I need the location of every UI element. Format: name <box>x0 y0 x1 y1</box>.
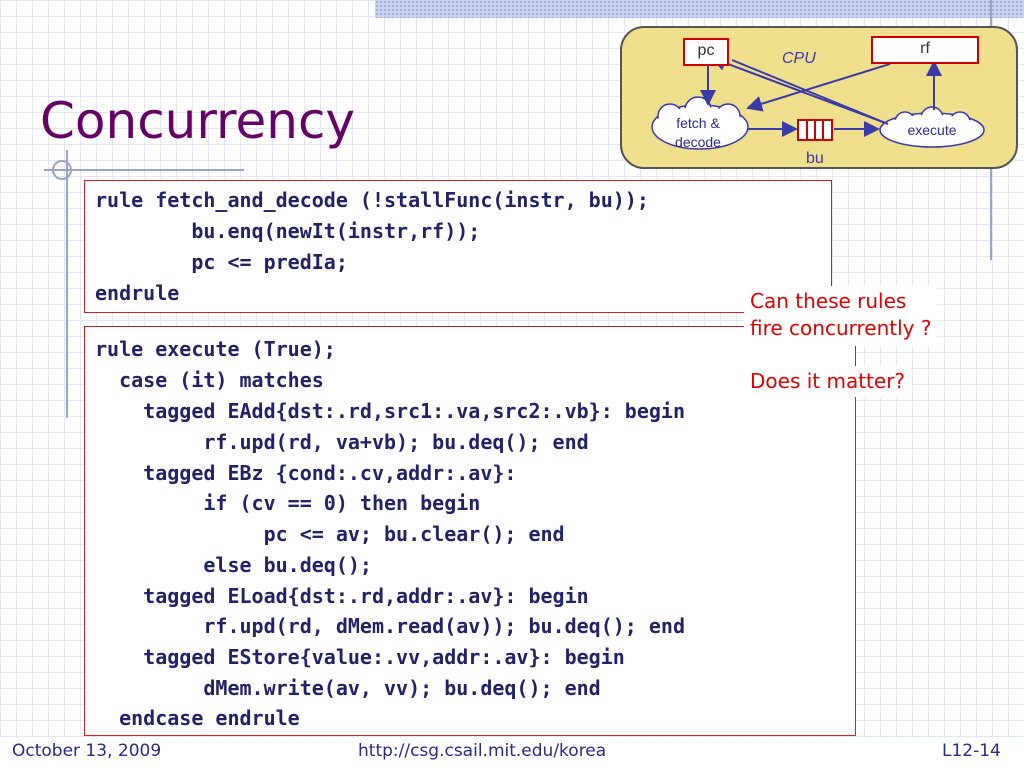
code-line: rule execute (True); <box>95 337 336 361</box>
code-line: tagged EStore{value:.vv,addr:.av}: begin <box>95 645 625 669</box>
pc-register-box: pc <box>683 38 729 66</box>
does-it-matter-note: Does it matter? <box>744 366 912 397</box>
code-line: pc <= predIa; <box>95 250 348 274</box>
footer-bar <box>0 738 1024 768</box>
fetch-rule-code-box <box>84 180 832 313</box>
code-line: tagged EBz {cond:.cv,addr:.av}: <box>95 461 517 485</box>
fetch-decode-label: fetch & decode <box>656 114 740 152</box>
arrow-rf-to-fetch <box>746 63 891 112</box>
bu-fifo-icon <box>797 119 833 141</box>
slide-title: Concurrency <box>40 92 356 150</box>
code-line: else bu.deq(); <box>95 553 372 577</box>
footer-date: October 13, 2009 <box>12 741 162 761</box>
rf-label: rf <box>920 40 930 57</box>
code-line: pc <= av; bu.clear(); end <box>95 522 565 546</box>
bu-label: bu <box>806 150 824 167</box>
footer-url: http://csg.csail.mit.edu/korea <box>358 741 607 761</box>
execute-label: execute <box>907 122 957 138</box>
fetch-decode-cloud <box>651 96 749 150</box>
header-pattern-band <box>375 0 1024 18</box>
cpu-label: CPU <box>782 50 816 67</box>
code-line: bu.enq(newIt(instr,rf)); <box>95 219 481 243</box>
cpu-diagram <box>651 55 985 150</box>
decor-horizontal-line <box>44 169 244 171</box>
pc-label: pc <box>697 42 715 59</box>
code-line: rule fetch_and_decode (!stallFunc(instr,… <box>95 188 649 212</box>
code-line: tagged EAdd{dst:.rd,src1:.va,src2:.vb}: … <box>95 399 686 423</box>
footer-slide-number: L12-14 <box>942 741 1001 761</box>
execute-cloud <box>879 106 985 148</box>
code-line: endrule <box>95 281 180 305</box>
code-line: rf.upd(rd, dMem.read(av)); bu.deq(); end <box>95 614 686 638</box>
code-line: rf.upd(rd, va+vb); bu.deq(); end <box>95 430 589 454</box>
concurrency-question-note: Can these rules fire concurrently ? <box>744 286 938 346</box>
fetch-label-line1: fetch & <box>676 115 720 131</box>
code-line: endcase endrule <box>95 706 300 730</box>
rf-register-box: rf <box>871 36 979 64</box>
code-line: dMem.write(av, vv); bu.deq(); end <box>95 676 601 700</box>
execute-rule-code-box <box>84 326 856 736</box>
code-line: if (cv == 0) then begin <box>95 491 481 515</box>
code-line: case (it) matches <box>95 368 324 392</box>
decor-circle <box>52 160 72 180</box>
code-line: tagged ELoad{dst:.rd,addr:.av}: begin <box>95 584 589 608</box>
decor-vertical-line-left <box>66 150 68 418</box>
fetch-label-line2: decode <box>675 134 721 150</box>
